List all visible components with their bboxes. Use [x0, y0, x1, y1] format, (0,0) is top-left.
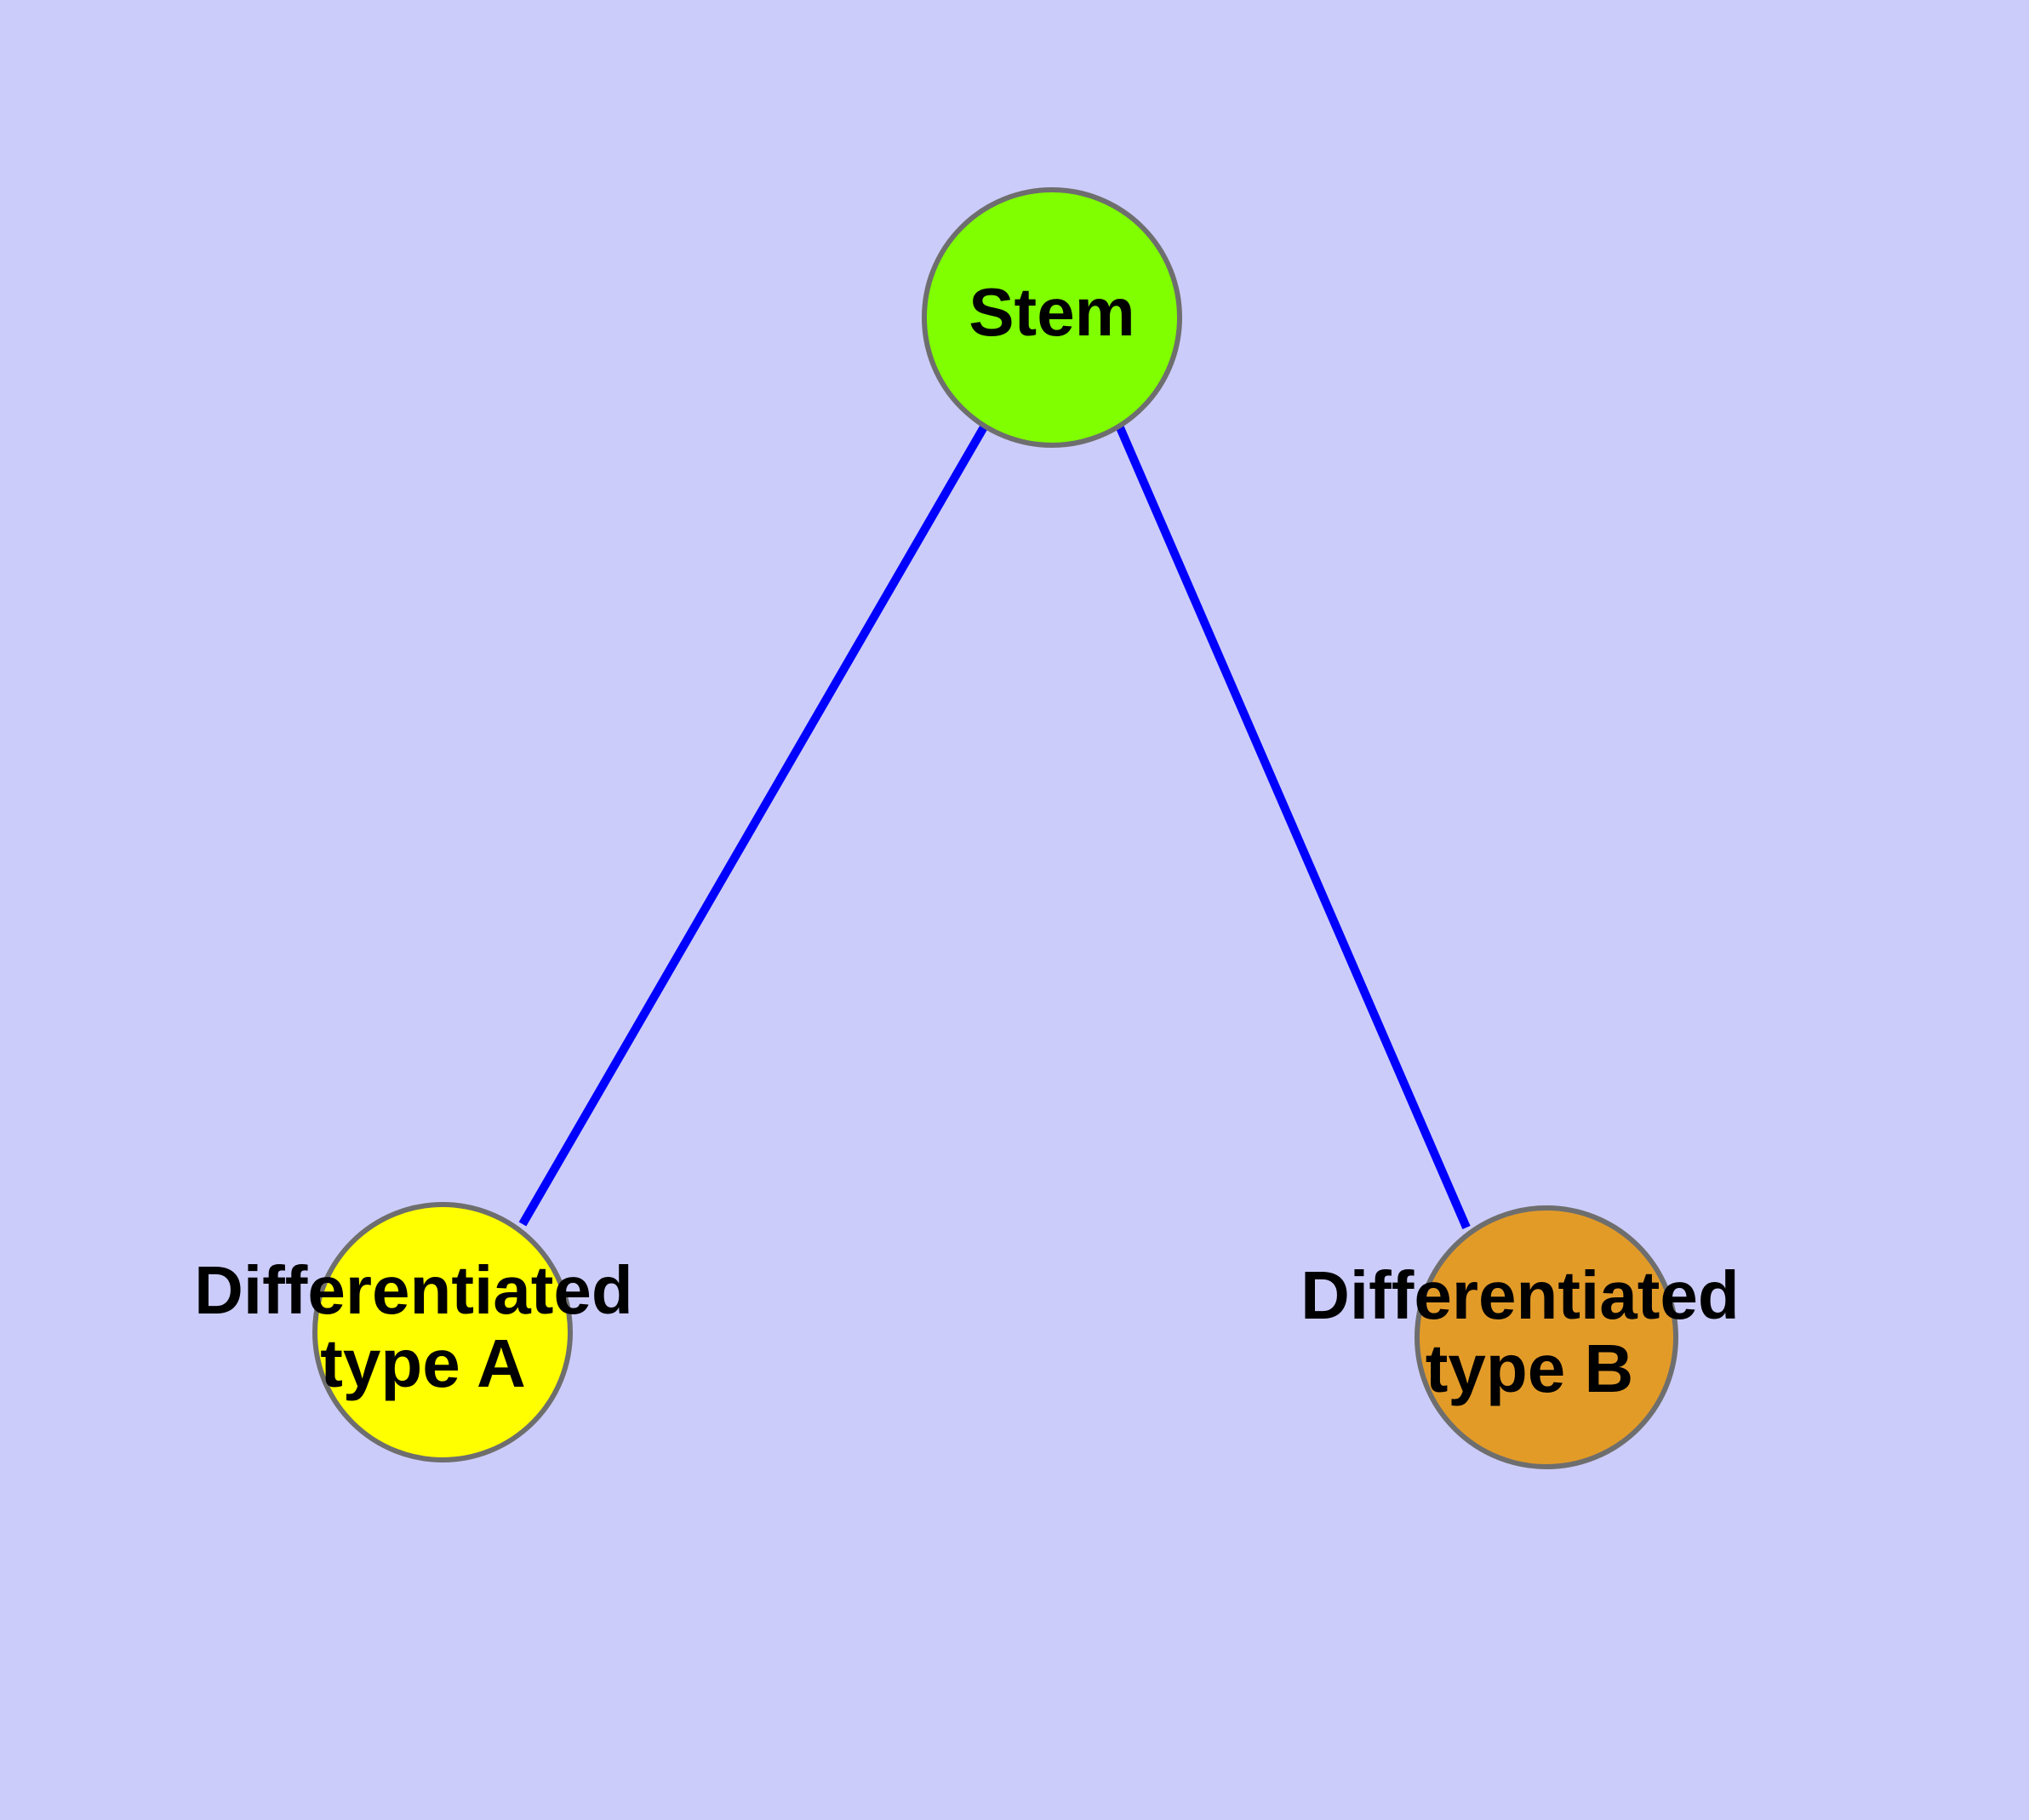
node-differentiated-type-a-label-line-1: Differentiated [194, 1252, 633, 1328]
node-differentiated-type-a-circle[interactable] [312, 1202, 573, 1462]
node-labels-group: Stem Differentiated type A Differentiate… [194, 274, 1758, 1406]
node-differentiated-type-b-label-line-2: type B [1426, 1331, 1634, 1406]
node-differentiated-type-a-label: Differentiated type A [194, 1252, 652, 1401]
node-differentiated-type-a-label-line-2: type A [320, 1325, 526, 1401]
node-differentiated-type-b-label: Differentiated type B [1300, 1257, 1758, 1406]
edge-stem-to-differentiated-type-a[interactable] [518, 423, 989, 1227]
node-differentiated-type-b-circle[interactable] [1415, 1205, 1678, 1469]
edges-group [518, 423, 1471, 1229]
node-differentiated-type-b-label-line-1: Differentiated [1300, 1257, 1740, 1333]
node-stem-label-line-1: Stem [969, 274, 1135, 350]
node-stem[interactable] [922, 187, 1182, 448]
node-stem-label: Stem [969, 274, 1135, 350]
node-differentiated-type-b[interactable] [1415, 1205, 1678, 1469]
node-differentiated-type-a[interactable] [312, 1202, 573, 1462]
edge-stem-to-differentiated-type-b[interactable] [1115, 424, 1471, 1229]
node-stem-circle[interactable] [922, 187, 1182, 448]
nodes-group [312, 187, 1678, 1469]
